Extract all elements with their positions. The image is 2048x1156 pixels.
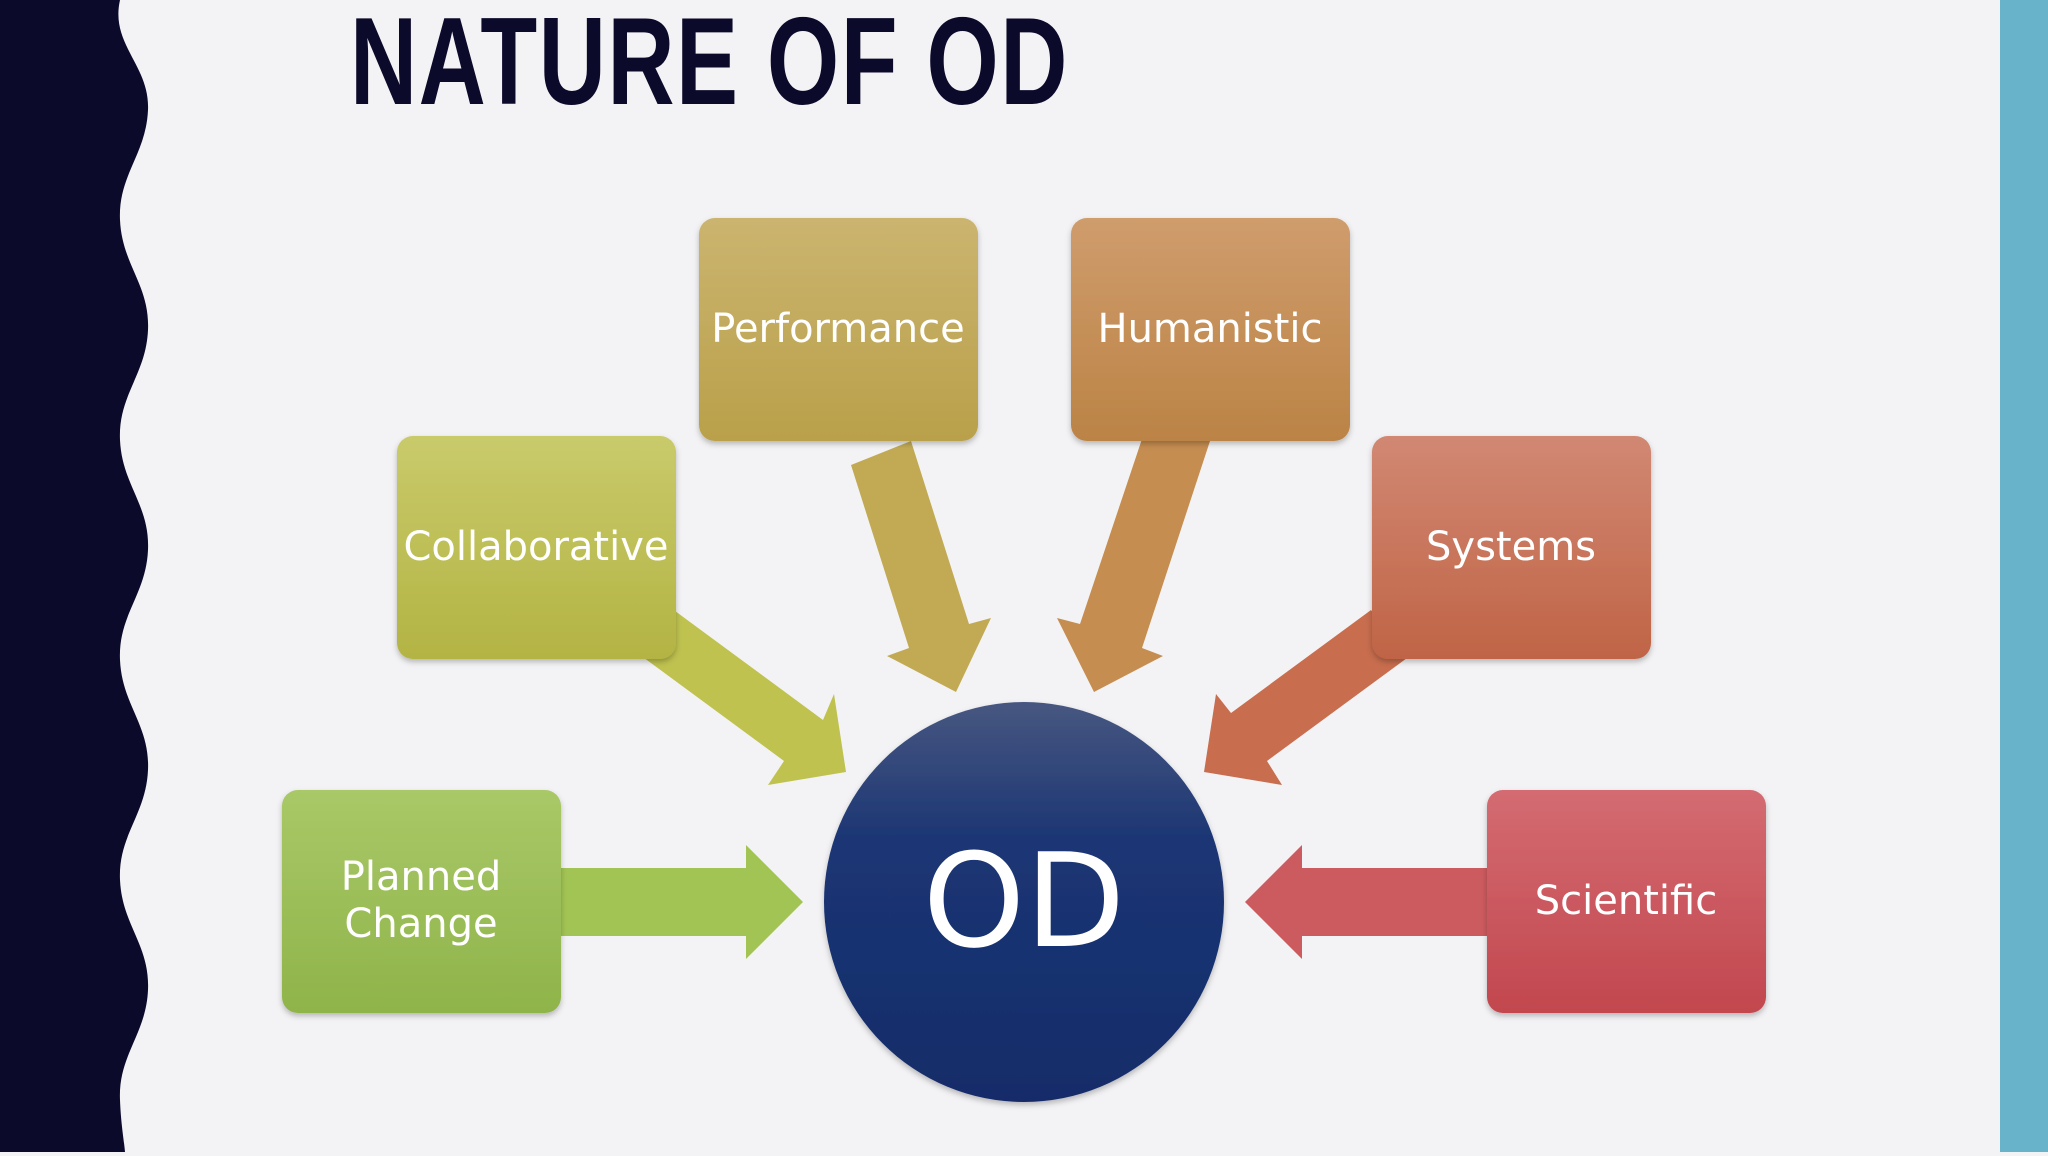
arrow-systems <box>1204 610 1407 785</box>
arrow-performance <box>851 441 991 692</box>
node-label: Scientific <box>1535 878 1717 924</box>
node-scientific: Scientific <box>1487 790 1766 1013</box>
node-systems: Systems <box>1372 436 1651 659</box>
node-label: Humanistic <box>1098 306 1323 352</box>
center-node: OD <box>824 702 1224 1102</box>
center-circle <box>824 702 1224 1102</box>
arrow-collaborative <box>632 608 846 785</box>
node-performance: Performance <box>699 218 978 441</box>
arrow-humanistic <box>1057 421 1210 692</box>
arrow-planned-change <box>560 845 803 959</box>
node-box <box>1071 218 1350 441</box>
node-label: Systems <box>1426 524 1596 570</box>
node-label: Collaborative <box>403 524 668 570</box>
slide-title: NATURE OF OD <box>350 0 1069 131</box>
node-humanistic: Humanistic <box>1071 218 1350 441</box>
node-label-line-2: Change <box>344 901 497 947</box>
arrow-scientific <box>1245 845 1488 959</box>
node-label: Performance <box>711 306 964 352</box>
node-label-line-1: Planned <box>341 854 501 900</box>
node-collaborative: Collaborative <box>397 436 676 659</box>
node-box <box>699 218 978 441</box>
node-planned-change: Planned Change <box>282 790 561 1013</box>
right-decorative-band <box>2000 0 2048 1152</box>
left-decorative-band <box>0 0 149 1152</box>
node-box <box>1372 436 1651 659</box>
node-box <box>397 436 676 659</box>
node-box <box>282 790 561 1013</box>
node-box <box>1487 790 1766 1013</box>
center-label: OD <box>923 825 1125 977</box>
